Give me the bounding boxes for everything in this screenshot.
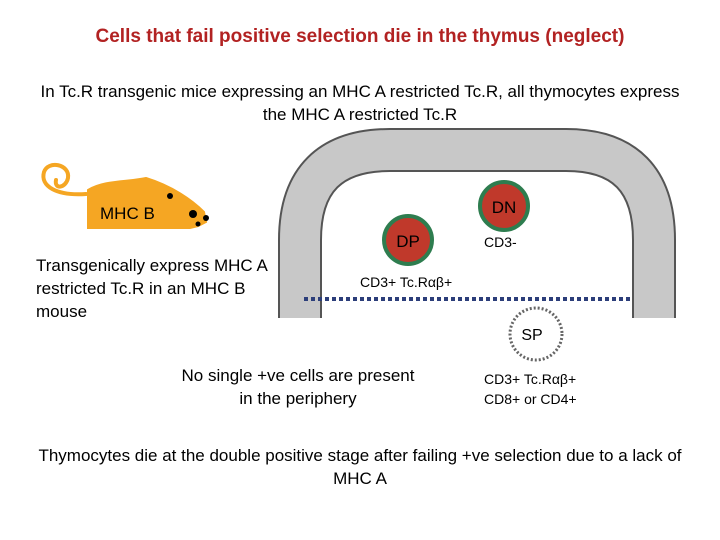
cd3-negative-label: CD3-	[484, 234, 517, 250]
slide-subtitle: In Tc.R transgenic mice expressing an MH…	[40, 82, 680, 124]
dn-label: DN	[492, 198, 517, 217]
dn-cell	[478, 180, 530, 232]
dp-label: DP	[396, 232, 420, 251]
periphery-note: No single +ve cells are present in the p…	[181, 366, 415, 408]
slide-title: Cells that fail positive selection die i…	[95, 26, 625, 47]
mouse-description: Transgenically express MHC A restricted …	[36, 256, 267, 321]
sp-marker-label: CD3+ Tc.Rαβ+	[484, 371, 576, 387]
sp-coreceptor-label: CD8+ or CD4+	[484, 391, 577, 407]
dp-cell	[382, 214, 434, 266]
sp-label: SP	[521, 327, 542, 344]
dp-marker-label: CD3+ Tc.Rαβ+	[360, 274, 452, 290]
mouse-icon	[41, 162, 209, 229]
sp-cell	[508, 306, 564, 362]
conclusion-text: Thymocytes die at the double positive st…	[38, 446, 682, 488]
mouse-strain-label: MHC B	[100, 204, 155, 223]
